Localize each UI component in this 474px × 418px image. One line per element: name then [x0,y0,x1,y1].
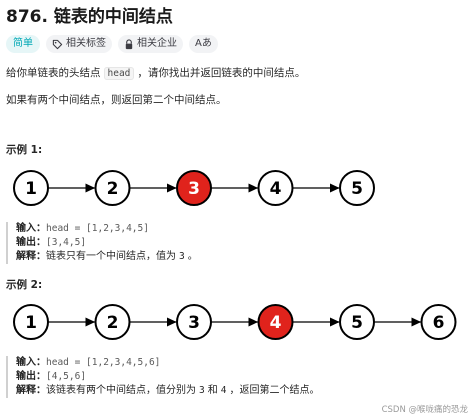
list-node [94,304,131,340]
example-1-output-line: 输出：[3,4,5] [16,237,87,248]
tag-icon [52,39,63,49]
list-node [339,170,375,206]
page-title: 876. 链表的中间结点 [6,7,173,27]
difficulty-badge[interactable]: 简单 [6,35,40,53]
related-companies-label: 相关企业 [137,38,177,49]
example-1-title: 示例 1: [6,144,43,156]
related-tags-button[interactable]: 相关标签 [46,35,112,53]
list-node [13,170,49,206]
middle-list-node [176,170,212,206]
example-1-linked-list-diagram: 1 2 3 4 5 [13,170,375,206]
list-node [420,304,457,340]
example-1-input-line: 输入：head = [1,2,3,4,5] [16,223,149,234]
example-2-output-line: 输出：[4,5,6] [16,371,87,382]
list-node-label: 4 [270,179,282,199]
related-companies-button[interactable]: 相关企业 [118,35,183,53]
example-2-input-line: 输入：head = [1,2,3,4,5,6] [16,357,161,368]
font-size-button[interactable]: Aあ [189,35,218,53]
list-node-label: 4 [270,313,282,333]
list-node [257,170,294,206]
middle-list-node [257,304,294,340]
list-node [94,170,131,206]
list-node-label: 6 [433,313,445,333]
list-node-label: 3 [188,179,200,199]
example-2-linked-list-diagram: 1 2 3 4 5 6 [13,304,457,340]
list-node [13,304,49,340]
related-tags-label: 相关标签 [66,38,106,49]
list-node [176,304,212,340]
lock-icon [125,38,133,49]
description-paragraph-2: 如果有两个中间结点，则返回第二个中间结点。 [6,94,227,106]
list-node-label: 3 [188,313,200,333]
list-node-label: 2 [107,313,119,333]
list-node-label: 1 [25,179,37,199]
example-1-io-block: 输入：head = [1,2,3,4,5] 输出：[3,4,5] 解释：链表只有… [6,222,462,264]
list-node [339,304,375,340]
tag-bar: 简单 相关标签 相关企业 Aあ [6,35,218,53]
list-node-label: 5 [351,313,363,333]
list-node-label: 1 [25,313,37,333]
example-2-title: 示例 2: [6,279,43,291]
list-node-label: 5 [351,179,363,199]
list-node-label: 2 [107,179,119,199]
example-2-io-block: 输入：head = [1,2,3,4,5,6] 输出：[4,5,6] 解释：该链… [6,356,462,398]
inline-code-head: head [103,67,135,80]
watermark: CSDN @喉咙痛的恐龙 [381,405,468,415]
